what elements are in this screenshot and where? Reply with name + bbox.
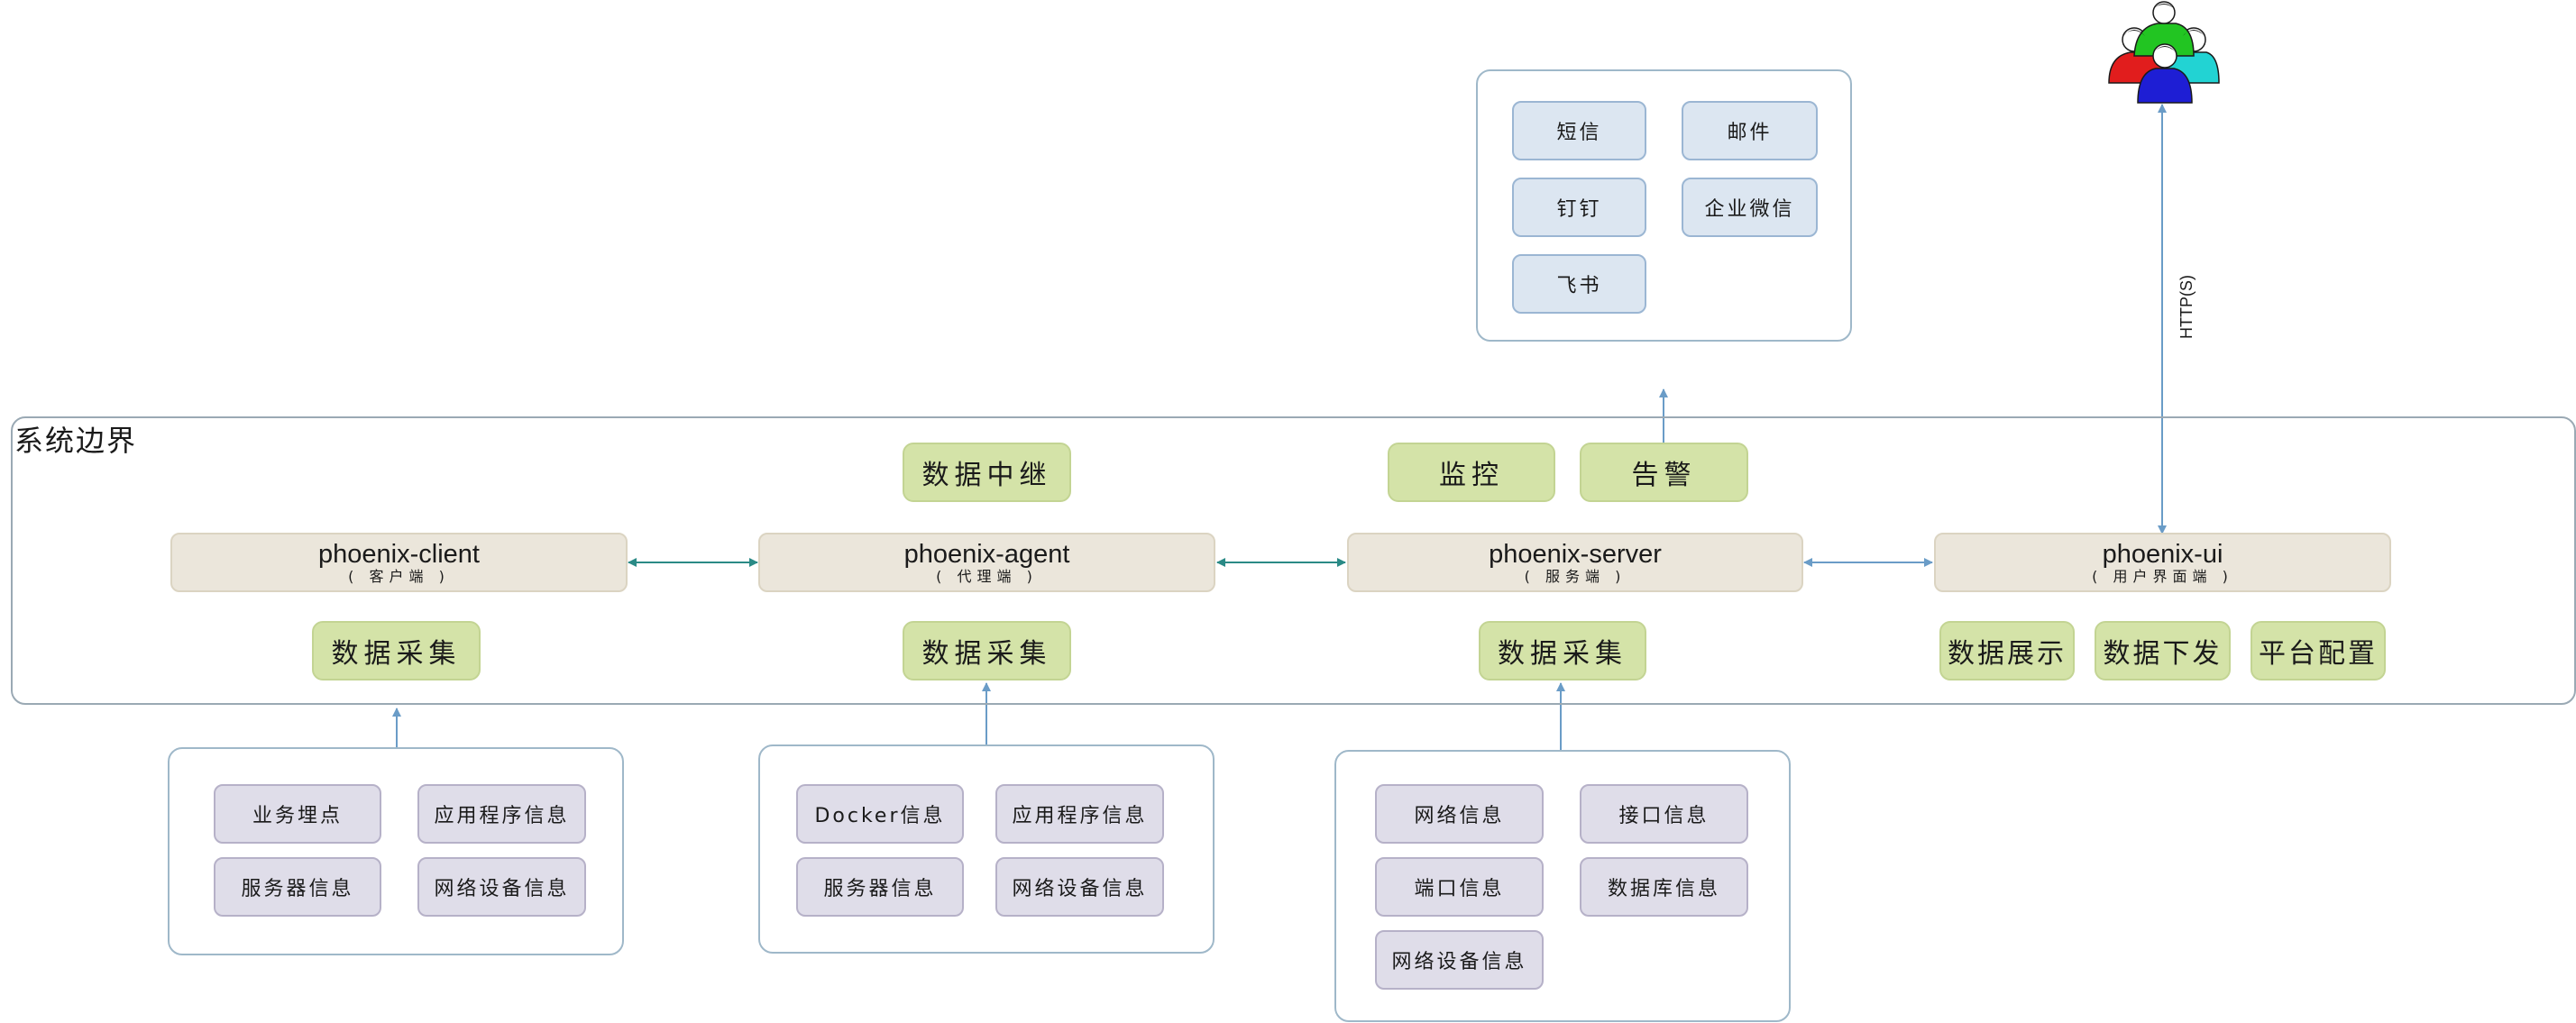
component-role: ( 服务端 ) <box>1524 568 1627 585</box>
channel-wecom: 企业微信 <box>1682 178 1818 237</box>
source-network-device-info: 网络设备信息 <box>417 857 586 917</box>
component-role: ( 代理端 ) <box>936 568 1038 585</box>
component-phoenix-agent: phoenix-agent ( 代理端 ) <box>758 533 1215 592</box>
server-source-group <box>1334 750 1791 1022</box>
source-network-info: 网络信息 <box>1375 784 1544 844</box>
capability-data-display: 数据展示 <box>1939 621 2075 680</box>
channel-feishu: 飞书 <box>1512 254 1646 314</box>
source-app-info: 应用程序信息 <box>417 784 586 844</box>
source-network-device-info: 网络设备信息 <box>995 857 1164 917</box>
capability-platform-config: 平台配置 <box>2251 621 2386 680</box>
source-business-tracking: 业务埋点 <box>214 784 381 844</box>
capability-alert: 告警 <box>1580 443 1748 502</box>
http-protocol-label: HTTP(S) <box>2177 275 2196 339</box>
agent-source-group <box>758 744 1215 954</box>
component-phoenix-client: phoenix-client ( 客户端 ) <box>170 533 628 592</box>
component-name: phoenix-client <box>318 540 480 569</box>
component-name: phoenix-ui <box>2102 540 2223 569</box>
source-interface-info: 接口信息 <box>1580 784 1748 844</box>
source-server-info: 服务器信息 <box>214 857 381 917</box>
component-phoenix-ui: phoenix-ui ( 用户界面端 ) <box>1934 533 2391 592</box>
capability-server-collect: 数据采集 <box>1479 621 1646 680</box>
channel-email: 邮件 <box>1682 101 1818 160</box>
system-boundary-label: 系统边界 <box>14 424 138 458</box>
source-app-info: 应用程序信息 <box>995 784 1164 844</box>
component-phoenix-server: phoenix-server ( 服务端 ) <box>1347 533 1803 592</box>
component-role: ( 用户界面端 ) <box>2092 568 2233 585</box>
source-database-info: 数据库信息 <box>1580 857 1748 917</box>
client-source-group <box>168 747 624 955</box>
capability-client-collect: 数据采集 <box>312 621 481 680</box>
capability-monitor: 监控 <box>1388 443 1555 502</box>
capability-data-relay: 数据中继 <box>903 443 1071 502</box>
source-port-info: 端口信息 <box>1375 857 1544 917</box>
capability-agent-collect: 数据采集 <box>903 621 1071 680</box>
capability-data-dispatch: 数据下发 <box>2095 621 2231 680</box>
system-boundary <box>11 416 2576 705</box>
component-name: phoenix-server <box>1489 540 1662 569</box>
users-group-icon <box>2108 1 2220 104</box>
channel-sms: 短信 <box>1512 101 1646 160</box>
source-network-device-info: 网络设备信息 <box>1375 930 1544 990</box>
source-docker-info: Docker信息 <box>796 784 964 844</box>
alert-channel-group <box>1476 69 1852 342</box>
channel-dingtalk: 钉钉 <box>1512 178 1646 237</box>
component-name: phoenix-agent <box>903 540 1070 569</box>
component-role: ( 客户端 ) <box>348 568 450 585</box>
source-server-info: 服务器信息 <box>796 857 964 917</box>
